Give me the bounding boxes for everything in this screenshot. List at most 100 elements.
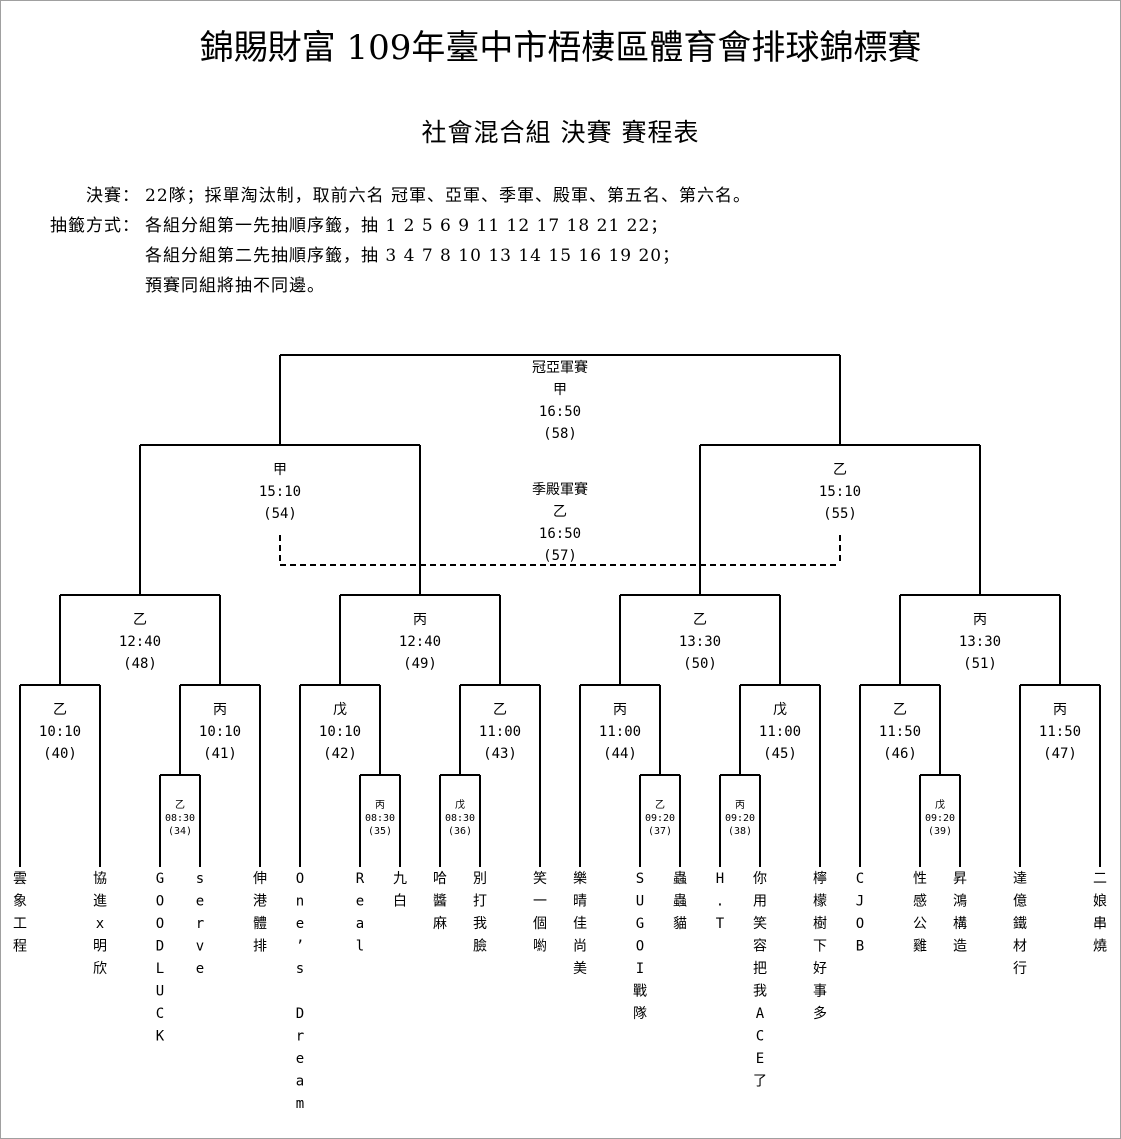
team-7-char-1: 白 <box>393 894 407 910</box>
match-m46-label-1: 11:50 <box>879 724 921 740</box>
team-2-char-2: O <box>156 916 164 932</box>
match-m54-label-2: (54) <box>263 506 297 522</box>
team-17-char-1: J <box>856 894 864 910</box>
match-m39-label-1: 09:20 <box>925 813 955 824</box>
team-13-char-2: 貓 <box>673 916 687 932</box>
match-m55-label-0: 乙 <box>833 462 847 478</box>
team-4-char-1: 港 <box>253 894 267 910</box>
match-m42-label-0: 戊 <box>333 702 347 718</box>
team-15-char-0: 你 <box>753 871 767 887</box>
team-19-char-2: 構 <box>953 916 967 932</box>
team-0-char-3: 程 <box>13 939 27 955</box>
team-5-char-3: ’ <box>296 939 304 955</box>
match-m45-label-1: 11:00 <box>759 724 801 740</box>
match-m45-label-2: (45) <box>763 746 797 762</box>
team-12-char-5: 戰 <box>633 984 647 1000</box>
team-2-char-3: D <box>156 939 164 955</box>
draw-rule-line-2: 各組分組第二先抽順序籤，抽 3 4 7 8 10 13 14 15 16 19 … <box>145 246 681 266</box>
match-m40-label-0: 乙 <box>53 702 67 718</box>
match-m54-label-0: 甲 <box>273 462 287 478</box>
team-14-char-2: T <box>716 916 725 932</box>
team-21-char-0: 二 <box>1093 871 1107 887</box>
team-18-char-2: 公 <box>913 916 927 932</box>
team-10-char-0: 笑 <box>533 871 547 887</box>
team-8-char-1: 醬 <box>433 893 447 910</box>
team-8-char-2: 麻 <box>433 916 447 932</box>
match-m39-label-2: (39) <box>928 826 952 837</box>
team-21-char-3: 燒 <box>1093 939 1107 955</box>
team-16-char-4: 好 <box>813 961 827 977</box>
match-final-label-3: (58) <box>543 426 577 442</box>
team-10-char-1: 一 <box>533 894 547 910</box>
team-1-char-2: x <box>96 916 104 932</box>
team-5-char-9: a <box>296 1074 304 1090</box>
match-m35-label-2: (35) <box>368 826 392 837</box>
team-15-char-3: 容 <box>753 938 767 955</box>
team-5-char-0: O <box>296 871 304 887</box>
team-17-char-0: C <box>856 871 864 887</box>
team-5-char-8: e <box>296 1051 304 1067</box>
draw-rule-line-3: 預賽同組將抽不同邊。 <box>145 276 325 296</box>
team-14-char-0: H <box>716 871 724 887</box>
team-16-char-6: 多 <box>813 1005 827 1022</box>
team-15-char-2: 笑 <box>753 916 767 932</box>
team-0-char-1: 象 <box>13 894 27 910</box>
team-20-char-2: 鐵 <box>1013 915 1027 932</box>
team-3-char-2: r <box>196 916 204 932</box>
match-m36-label-0: 戊 <box>455 799 465 811</box>
team-15-char-4: 把 <box>753 961 767 977</box>
team-5-char-2: e <box>296 916 304 932</box>
team-15-char-1: 用 <box>753 894 767 910</box>
match-final-label-1: 甲 <box>553 382 567 398</box>
match-m55-label-1: 15:10 <box>819 484 861 500</box>
match-m36-label-2: (36) <box>448 826 472 837</box>
team-14-char-1: . <box>716 894 724 910</box>
team-15-char-5: 我 <box>753 984 767 1000</box>
match-m50-label-1: 13:30 <box>679 634 721 650</box>
team-1-char-1: 進 <box>93 894 107 910</box>
team-5-char-7: r <box>296 1029 304 1045</box>
match-m48-label-2: (48) <box>123 656 157 672</box>
match-m35-label-0: 丙 <box>375 800 385 811</box>
match-m49-label-2: (49) <box>403 656 437 672</box>
team-9-char-2: 我 <box>473 916 487 932</box>
match-m44-label-1: 11:00 <box>599 724 641 740</box>
match-m55-label-2: (55) <box>823 506 857 522</box>
team-16-char-2: 樹 <box>813 916 827 932</box>
team-11-char-0: 樂 <box>573 870 587 887</box>
team-0-char-0: 雲 <box>13 871 27 887</box>
match-m49-label-0: 丙 <box>413 612 427 628</box>
match-m47-label-2: (47) <box>1043 746 1077 762</box>
match-third-label-2: 16:50 <box>539 526 581 542</box>
match-m51-label-0: 丙 <box>973 612 987 628</box>
match-third-label-3: (57) <box>543 548 577 564</box>
team-11-char-3: 尚 <box>573 939 587 955</box>
team-13-char-0: 蟲 <box>673 871 687 887</box>
page-subtitle: 社會混合組 決賽 賽程表 <box>421 118 700 147</box>
final-rule-label: 決賽： <box>86 186 140 206</box>
team-4-char-3: 排 <box>253 939 267 955</box>
match-m46-label-0: 乙 <box>893 702 907 718</box>
team-6-char-3: l <box>356 939 364 955</box>
team-2-char-1: O <box>156 894 164 910</box>
team-12-char-1: U <box>636 894 644 910</box>
team-18-char-3: 雞 <box>913 939 927 955</box>
match-m38-label-0: 丙 <box>735 800 745 811</box>
team-2-char-7: K <box>156 1029 165 1045</box>
match-m48-label-1: 12:40 <box>119 634 161 650</box>
match-m34-label-1: 08:30 <box>165 813 195 824</box>
team-11-char-4: 美 <box>573 961 587 977</box>
match-m47-label-0: 丙 <box>1053 702 1067 718</box>
team-12-char-2: G <box>636 916 644 932</box>
team-1-char-0: 協 <box>93 871 107 887</box>
match-m43-label-2: (43) <box>483 746 517 762</box>
team-1-char-4: 欣 <box>93 961 107 977</box>
match-m42-label-2: (42) <box>323 746 357 762</box>
match-m38-label-2: (38) <box>728 826 752 837</box>
team-16-char-5: 事 <box>813 984 827 1000</box>
team-6-char-1: e <box>356 894 364 910</box>
match-m38-label-1: 09:20 <box>725 813 755 824</box>
match-m41-label-0: 丙 <box>213 702 227 718</box>
team-6-char-0: R <box>356 871 365 887</box>
match-m41-label-1: 10:10 <box>199 724 241 740</box>
